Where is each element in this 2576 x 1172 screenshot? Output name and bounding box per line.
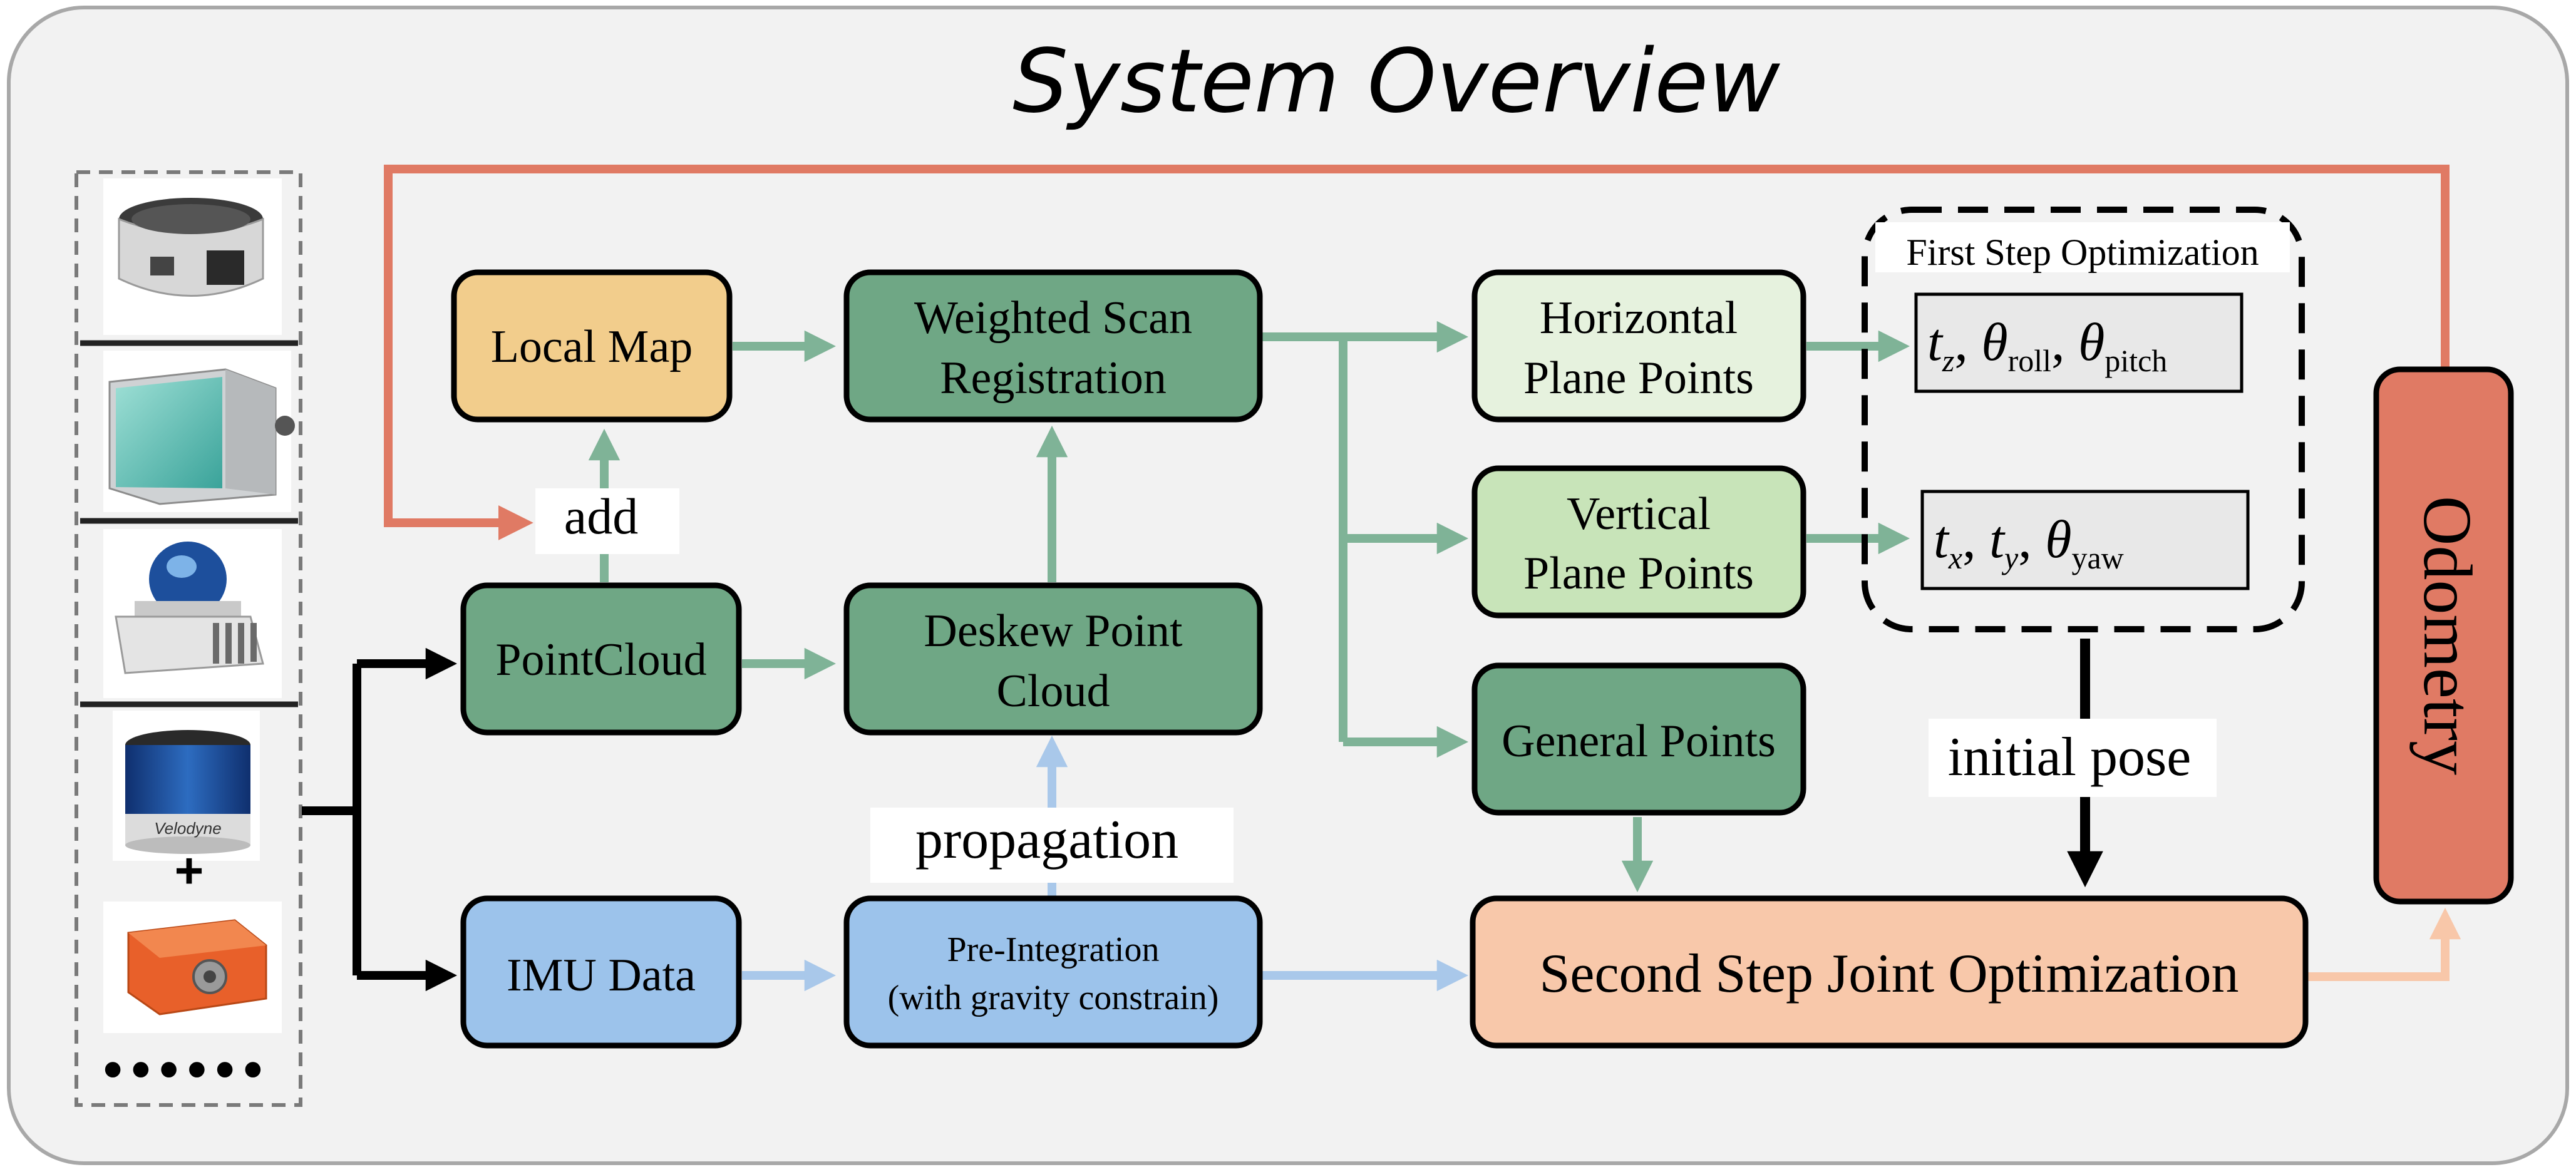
svg-text:Cloud: Cloud [997,666,1110,717]
svg-text:Plane Points: Plane Points [1523,352,1754,404]
node-imu-data: IMU Data [460,895,742,1049]
node-horizontal-plane-points: Horizontal Plane Points [1471,269,1806,423]
svg-text:Deskew Point: Deskew Point [924,605,1183,657]
svg-text:tx, ty, θyaw: tx, ty, θyaw [1934,509,2124,575]
livox-mid360-icon [103,178,282,335]
svg-text:tz, θroll, θpitch: tz, θroll, θpitch [1927,312,2167,378]
node-weighted-scan-registration: Weighted Scan Registration [843,269,1263,423]
svg-text:Pre-Integration: Pre-Integration [947,930,1160,969]
velodyne-icon: Velodyne [113,711,260,861]
livox-avia-icon [103,351,295,512]
plus-sign: + [175,843,204,898]
svg-text:(with gravity constrain): (with gravity constrain) [888,979,1219,1017]
sensor-branch-arrows [302,647,458,992]
first-step-label: First Step Optimization [1906,232,2259,273]
svg-text:IMU Data: IMU Data [507,950,696,1001]
node-deskew-point-cloud: Deskew Point Cloud [843,582,1263,736]
svg-text:General Points: General Points [1502,716,1776,767]
first-step-optimization-group: First Step Optimization tz, θroll, θpitc… [1862,207,2305,632]
sensor-panel: Velodyne + •••••• [75,170,302,1107]
svg-text:Vertical: Vertical [1567,488,1711,540]
green-arrows [588,321,1910,893]
svg-text:Weighted Scan: Weighted Scan [914,292,1192,344]
svg-text:Plane Points: Plane Points [1523,548,1754,599]
livox-hap-icon [103,529,282,698]
node-pre-integration: Pre-Integration (with gravity constrain) [843,895,1263,1049]
svg-text:Velodyne: Velodyne [154,819,221,838]
imu-icon [103,902,282,1033]
ellipsis: •••••• [99,1046,267,1097]
formula-top: tz, θroll, θpitch [1914,292,2244,393]
formula-bottom: tx, ty, θyaw [1920,490,2250,590]
add-label: add [564,488,638,545]
page-title: System Overview [1012,31,1780,133]
node-second-step-joint-optimization: Second Step Joint Optimization [1470,895,2309,1049]
propagation-label: propagation [915,810,1178,870]
svg-text:Odometry: Odometry [2409,496,2486,775]
node-pointcloud: PointCloud [460,582,742,736]
second-step-to-odometry-arrow [2307,907,2461,981]
svg-text:Registration: Registration [940,352,1167,404]
odometry-feedback-arrow [384,165,2450,540]
svg-text:Second Step Joint Optimization: Second Step Joint Optimization [1539,943,2239,1004]
node-vertical-plane-points: Vertical Plane Points [1471,465,1806,619]
node-odometry: Odometry [2373,366,2514,905]
svg-text:PointCloud: PointCloud [495,634,706,686]
svg-text:Local Map: Local Map [491,321,693,373]
node-general-points: General Points [1471,662,1806,816]
node-local-map: Local Map [451,269,733,423]
initial-pose-label: initial pose [1948,727,2192,788]
svg-text:Horizontal: Horizontal [1540,292,1738,344]
